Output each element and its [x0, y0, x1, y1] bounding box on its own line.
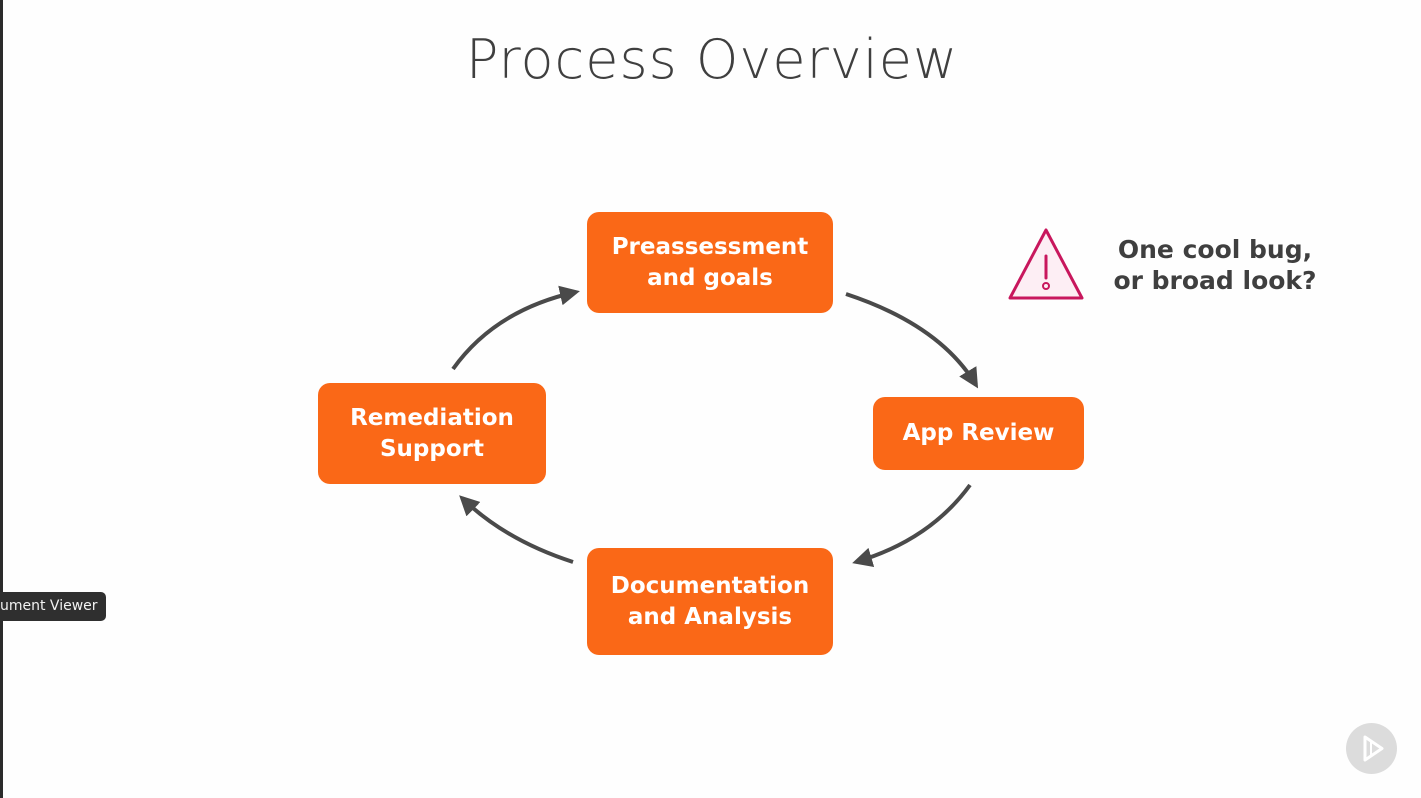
play-logo-icon	[1363, 735, 1384, 762]
warning-note: One cool bug, or broad look?	[1113, 235, 1317, 295]
slide-title: Process Overview	[465, 28, 959, 91]
window-left-edge	[0, 0, 3, 798]
step-preassessment-label: Preassessment and goals	[611, 233, 809, 291]
play-logo-button[interactable]	[1346, 723, 1397, 774]
arrow-preassessment-to-review	[845, 292, 979, 389]
step-app-review: App Review	[873, 397, 1084, 470]
step-documentation: Documentation and Analysis	[587, 548, 833, 655]
arrow-remediation-to-preassessment	[451, 285, 580, 371]
arrow-review-to-documentation	[852, 483, 972, 568]
warning-triangle-icon	[1008, 228, 1084, 300]
step-documentation-label: Documentation and Analysis	[610, 572, 810, 630]
step-remediation-label: Remediation Support	[350, 404, 514, 462]
step-preassessment: Preassessment and goals	[587, 212, 833, 313]
step-remediation: Remediation Support	[318, 383, 546, 484]
arrow-documentation-to-remediation	[459, 495, 574, 564]
tooltip: ument Viewer	[0, 592, 106, 621]
step-app-review-label: App Review	[902, 420, 1055, 446]
